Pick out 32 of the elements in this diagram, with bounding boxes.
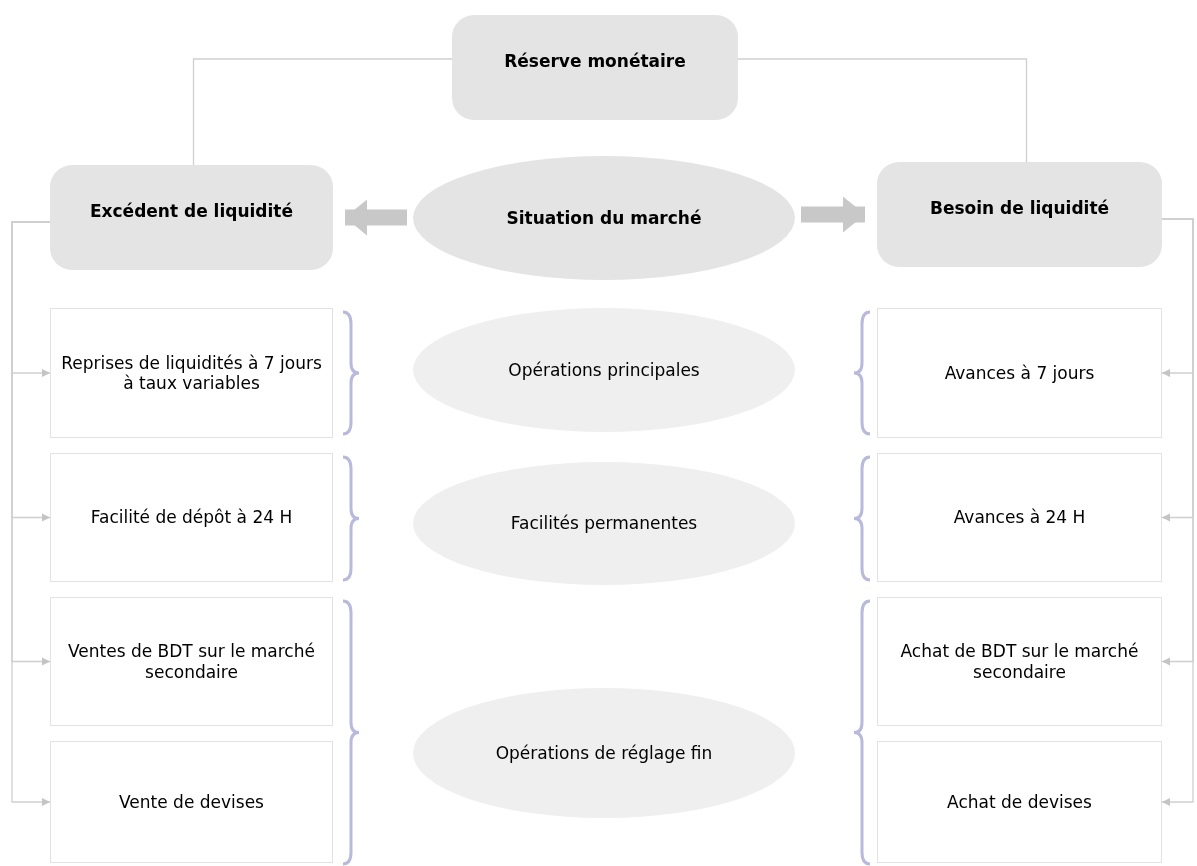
text-box — [50, 597, 333, 726]
arrow — [1161, 218, 1194, 806]
block-arrow — [801, 196, 865, 233]
node-label: Opérations de réglage fin — [495, 742, 713, 764]
text-box — [877, 741, 1162, 863]
connector-line — [737, 58, 1028, 163]
node-label: Facilité de dépôt à 24 H — [90, 507, 293, 528]
connector-line — [192, 58, 453, 166]
rounded-box — [877, 162, 1162, 267]
node-label: Vente de devises — [119, 791, 264, 813]
text-box — [50, 308, 333, 438]
node-label: Achat de devises — [947, 791, 1092, 813]
node-label: Reprises de liquidités à 7 jours à taux variables — [60, 352, 323, 394]
node-label: Opérations principales — [508, 359, 700, 381]
node-label: Achat de BDT sur le marché secondaire — [899, 641, 1140, 682]
text-box — [50, 453, 333, 582]
text-box — [877, 597, 1162, 726]
rounded-box — [50, 165, 333, 270]
node-label: Besoin de liquidité — [929, 198, 1110, 219]
node-label: Avances à 24 H — [953, 507, 1086, 528]
node-label: Ventes de BDT sur le marché secondaire — [67, 641, 316, 682]
node-label: Avances à 7 jours — [944, 362, 1095, 384]
block-arrow — [345, 199, 407, 236]
rounded-box — [452, 15, 738, 120]
arrow — [11, 221, 51, 806]
text-box — [877, 453, 1162, 582]
node-label: Réserve monétaire — [504, 51, 686, 72]
text-box — [877, 308, 1162, 438]
node-label: Facilités permanentes — [510, 513, 698, 534]
node-label: Situation du marché — [506, 207, 702, 229]
text-box — [50, 741, 333, 863]
node-label: Excédent de liquidité — [89, 201, 294, 222]
